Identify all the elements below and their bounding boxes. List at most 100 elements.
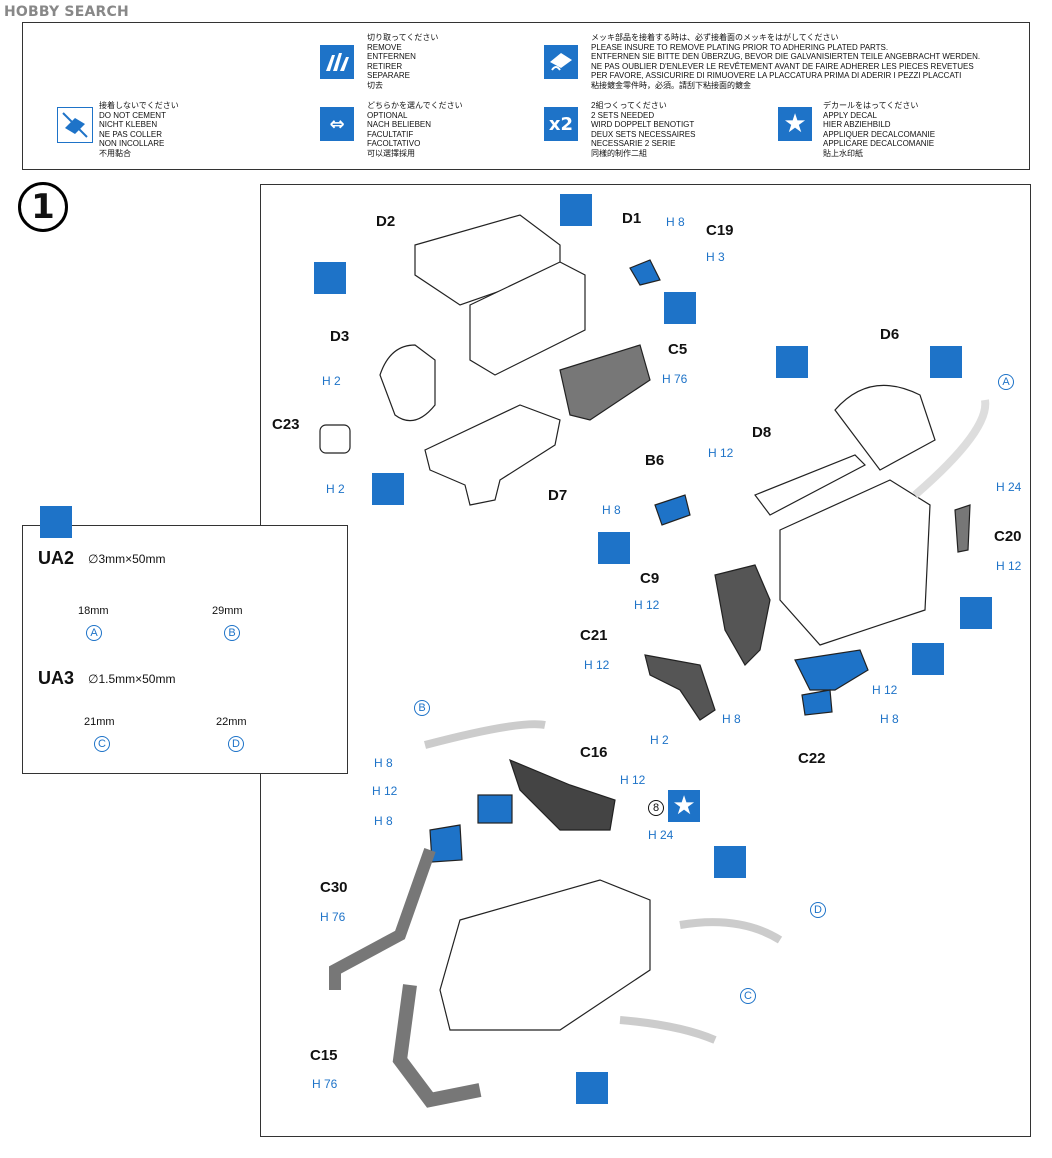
label-c16: C16 [580,744,608,761]
hose-label-d: D [810,902,826,918]
decal-star-icon: ★ [668,790,700,822]
cut-text: 切り取ってください REMOVE ENTFERNEN RETIRER SEPAR… [367,33,439,90]
ua3-c-length: 21mm [84,716,115,728]
part-c21-shape [644,654,716,721]
label-d1: D1 [622,210,642,227]
part-c23-shape [319,424,351,454]
label-d7: D7 [548,487,568,504]
label-c19: C19 [706,222,734,239]
part-d3-shape [379,344,436,422]
part-c20-shape [954,504,971,553]
plating-text: メッキ部品を接着する時は、必ず接着面のメッキをはがしてください PLEASE I… [591,33,981,90]
part-c5-shape [559,344,651,421]
engine-block-shape [779,479,931,646]
decal-star-icon: ★ [778,107,812,141]
part-d7-shape [424,404,561,506]
x2-icon: x2 [544,107,578,141]
label-c22: C22 [798,750,826,767]
label-c30: C30 [320,879,348,896]
hose-label-c: C [740,988,756,1004]
color-h2: H 2 [322,374,341,388]
part-c22-shape [794,649,869,691]
cut-icon [40,506,72,538]
part-c19-shape [629,259,661,286]
color-h12-connector: H 12 [372,784,398,798]
do-not-cement-text: 接着しないでください DO NOT CEMENT NICHT KLEBEN NE… [99,101,179,158]
tube-label-d: D [228,736,244,752]
label-d8: D8 [752,424,772,441]
color-h8-c21: H 8 [722,712,741,726]
color-h12-d8: H 12 [708,446,734,460]
part-b6-shape [654,494,691,526]
label-d6: D6 [880,326,900,343]
lower-engine-shape [439,879,651,1031]
remove-plating-icon [576,1072,608,1104]
tube-label-c: C [94,736,110,752]
color-h76-c15: H 76 [312,1077,338,1091]
connector-lower-shape [429,824,463,863]
part-c30-shape [329,848,436,990]
remove-plating-icon [544,45,578,79]
ua2-title: UA2 [38,548,75,568]
remove-plating-icon [960,597,992,629]
remove-plating-icon [560,194,592,226]
tube-label-a: A [86,625,102,641]
part-c9-shape [714,564,771,666]
color-h8-b6: H 8 [602,503,621,517]
hose-label-a: A [998,374,1014,390]
label-c21: C21 [580,627,608,644]
label-d3: D3 [330,328,350,345]
ua2-spec: ∅3mm×50mm [88,552,166,566]
color-h24-c16: H 24 [648,828,674,842]
legend-box: 切り取ってください REMOVE ENTFERNEN RETIRER SEPAR… [22,22,1030,170]
remove-plating-icon [664,292,696,324]
optional-arrows-icon: ⇔ [320,107,354,141]
ua2-b-length: 29mm [212,605,243,617]
label-b6: B6 [645,452,665,469]
color-h76: H 76 [662,372,688,386]
part-d8-shape [754,454,867,516]
cut-icon [320,45,354,79]
color-h8-c22: H 8 [880,712,899,726]
color-h2-c21: H 2 [650,733,669,747]
remove-plating-icon [598,532,630,564]
decal-text: デカールをはってください APPLY DECAL HIER ABZIEHBILD… [823,101,936,158]
watermark: HOBBY SEARCH [4,4,129,20]
color-h12-c20: H 12 [996,559,1022,573]
ua3-title: UA3 [38,668,75,688]
part-d1-shape [469,261,586,376]
label-c15: C15 [310,1047,338,1064]
color-h12-c16: H 12 [620,773,646,787]
label-d2: D2 [376,213,396,230]
remove-plating-icon [372,473,404,505]
step-number: 1 [18,182,68,232]
ua3-spec: ∅1.5mm×50mm [88,672,176,686]
color-h12-c22: H 12 [872,683,898,697]
hose-d-shape [679,918,783,944]
do-not-cement-icon [57,107,93,143]
ua2-a-length: 18mm [78,605,109,617]
hose-a-shape [912,399,990,499]
color-h24-c20: H 24 [996,480,1022,494]
remove-plating-icon [714,846,746,878]
hose-label-b: B [414,700,430,716]
part-c16-shape [509,758,616,831]
color-h8-lower: H 8 [374,814,393,828]
tubing-box [22,525,348,774]
color-h76-c30: H 76 [320,910,346,924]
remove-plating-icon [930,346,962,378]
label-c5: C5 [668,341,688,358]
color-h3: H 3 [706,250,725,264]
part-d6-shape [834,384,936,471]
tube-label-b: B [224,625,240,641]
remove-plating-icon [776,346,808,378]
label-c9: C9 [640,570,660,587]
label-c23: C23 [272,416,300,433]
color-h2-c23: H 2 [326,482,345,496]
color-h8-connector: H 8 [374,756,393,770]
ua3-d-length: 22mm [216,716,247,728]
color-h8: H 8 [666,215,685,229]
decal-number: 8 [648,800,664,816]
color-h12-c9: H 12 [634,598,660,612]
color-h12-c21: H 12 [584,658,610,672]
